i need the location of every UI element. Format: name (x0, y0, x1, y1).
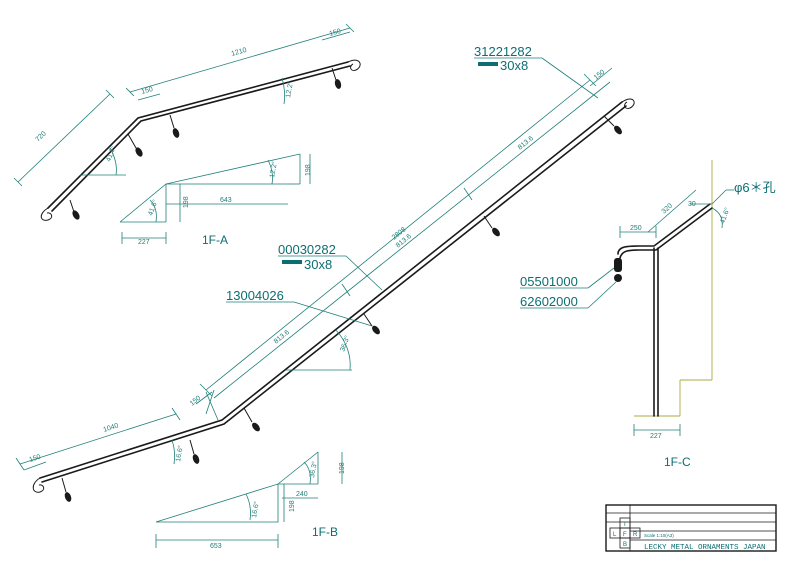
dim-a-upper-end: 150 (329, 28, 342, 38)
dim-a-tri-vertical-right: 198 (305, 164, 312, 176)
brackets-view-a (69, 67, 342, 220)
view-label-a: 1F-A (202, 233, 228, 247)
dim-m-top-end: 150 (593, 69, 607, 82)
part-c-1: 05501000 (520, 274, 578, 289)
part-top-end-size: 30x8 (500, 58, 528, 73)
dim-a-base: 227 (138, 239, 150, 246)
part-labels-c: 05501000 62602000 (520, 267, 617, 309)
dimensions-view-a: 720 1210 150 150 41.6° 12.2° (13, 23, 355, 187)
dim-b-tri-angle: 16.6° (250, 501, 261, 519)
tb-sym-b: B (623, 542, 627, 548)
rail-view-c (614, 203, 713, 417)
tb-sym-t: T (623, 522, 627, 528)
title-block: T L F R B Scale 1:10(A3) LECKY METAL ORN… (605, 504, 777, 552)
dim-a-angle-upper: 12.2° (284, 81, 295, 99)
dim-b-end: 150 (28, 454, 41, 464)
dim-c-small: 30 (688, 201, 696, 208)
tb-sym-f: F (623, 532, 627, 538)
dim-a-tri-angle-left: 41.6° (146, 198, 159, 216)
dim-b-tri-vertical-right: 198 (339, 462, 346, 474)
dim-a-tri-horizontal: 643 (220, 197, 232, 204)
triangle-view-b: 240 198 198 16.6° 36.3° 653 (155, 451, 346, 550)
dim-m-lower-seg: 813.6 (273, 329, 291, 346)
part-labels: 31221282 30x8 00030282 30x8 13004026 (226, 44, 599, 327)
dim-m-mid-small: 150 (189, 395, 203, 408)
part-top-end: 31221282 (474, 44, 532, 59)
dim-b-length: 1040 (102, 422, 119, 434)
dimensions-view-c: 250 320 30 41.6° 227 (619, 189, 734, 440)
tb-sym-r: R (633, 532, 638, 538)
tb-company: LECKY METAL ORNAMENTS JAPAN (644, 544, 766, 552)
view-label-b: 1F-B (312, 525, 338, 539)
part-bracket: 13004026 (226, 288, 284, 303)
dim-a-angle-lower: 41.6° (104, 144, 117, 162)
rail-view-a (40, 59, 361, 221)
dim-a-tri-angle-right: 12.2° (268, 161, 279, 179)
dim-b-base: 653 (210, 543, 222, 550)
dim-m-angle: 36.3° (338, 334, 351, 352)
dim-c-horizontal: 250 (630, 225, 642, 232)
dim-a-tri-vertical-left: 198 (183, 196, 190, 208)
part-hole: φ6＊孔 (734, 180, 776, 195)
wall-view-c (634, 160, 713, 417)
dim-a-upper-start: 150 (141, 86, 154, 96)
dim-b-tri-horizontal-small: 240 (296, 491, 308, 498)
tb-scale: Scale 1:10(A3) (644, 533, 674, 538)
dim-b-angle: 16.6° (174, 445, 185, 463)
dim-b-tri-vertical-small: 198 (289, 500, 296, 512)
dim-c-diag: 320 (661, 202, 674, 215)
part-middle: 00030282 (278, 242, 336, 257)
brackets-main (61, 115, 622, 502)
view-label-c: 1F-C (664, 455, 691, 469)
part-c-2: 62602000 (520, 294, 578, 309)
part-middle-size: 30x8 (304, 257, 332, 272)
dim-b-tri-angle-top: 36.3° (308, 461, 319, 479)
tb-sym-l: L (613, 532, 617, 538)
dim-c-base: 227 (650, 433, 662, 440)
rail-main (32, 98, 635, 493)
dim-a-lower-length: 720 (35, 130, 48, 143)
dim-a-upper-length: 1210 (231, 47, 248, 58)
